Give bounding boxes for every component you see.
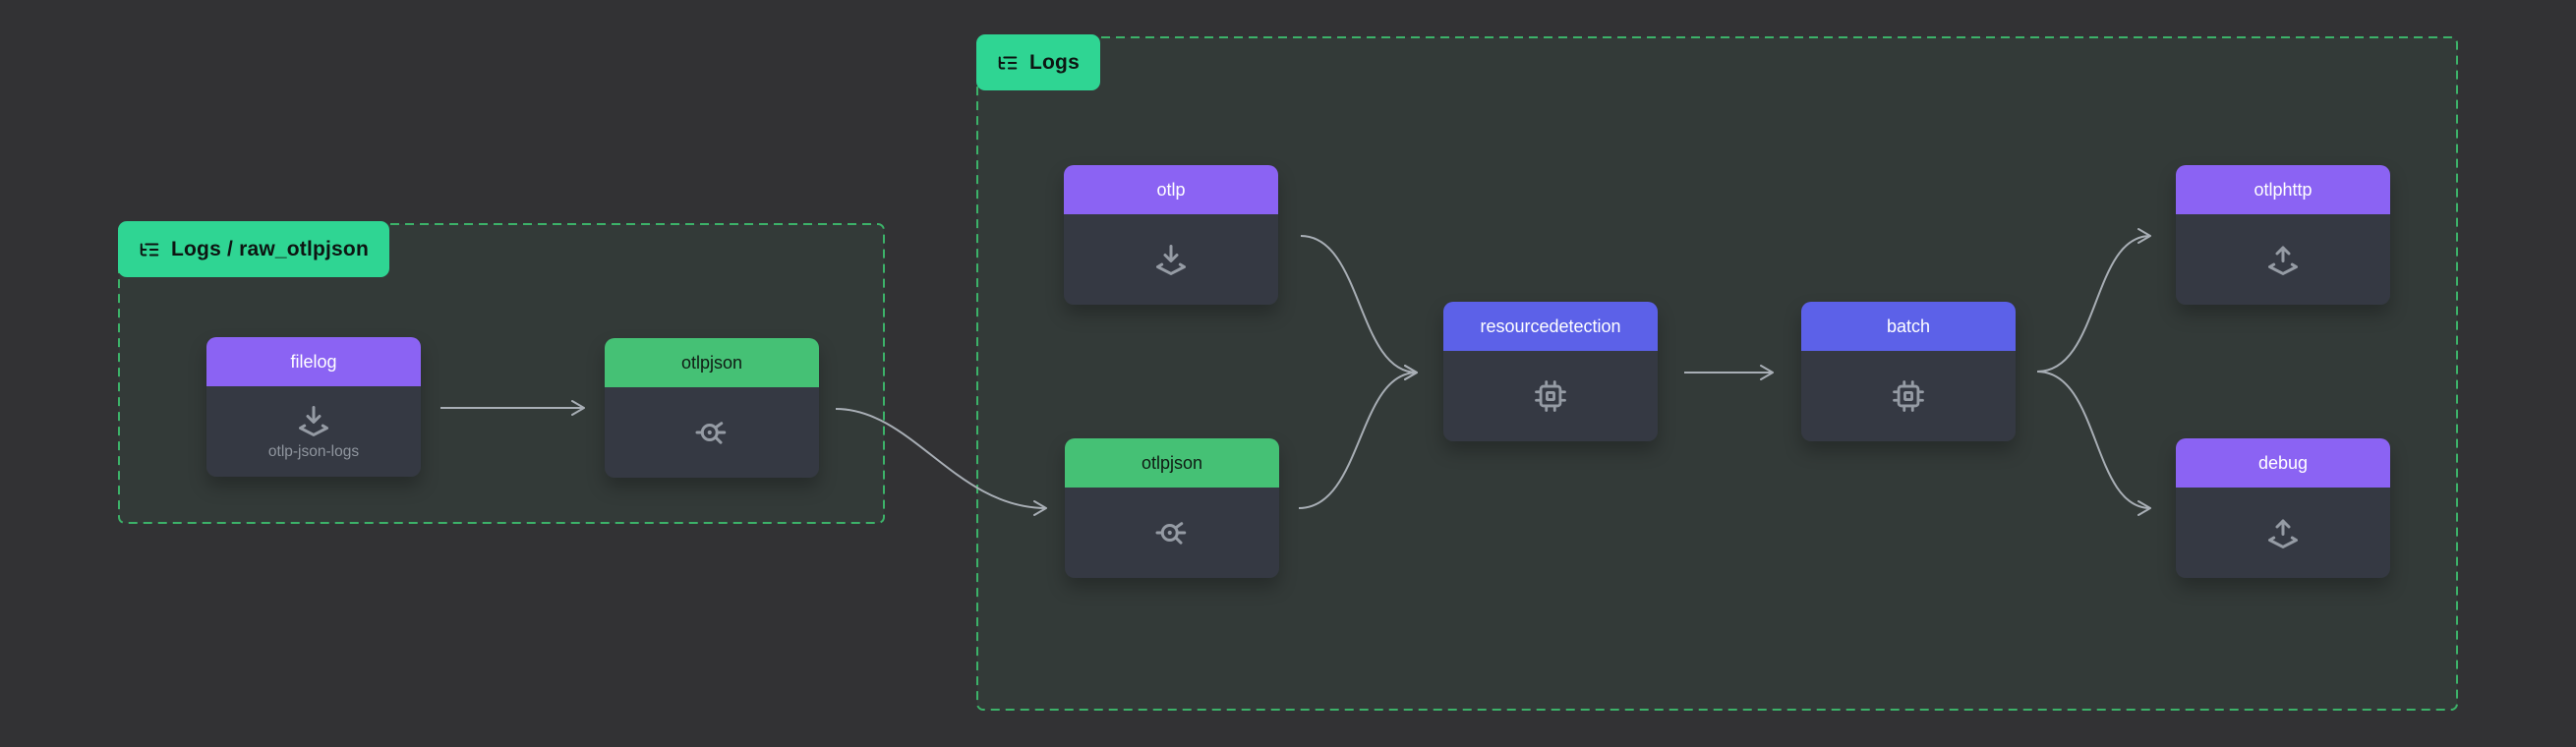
node-body xyxy=(2176,214,2390,305)
node-title: otlphttp xyxy=(2176,165,2390,214)
node-title: debug xyxy=(2176,438,2390,488)
group-label-text: Logs / raw_otlpjson xyxy=(171,237,369,260)
list-tree-icon xyxy=(998,55,1018,70)
node-otlpjson-raw[interactable]: otlpjson xyxy=(605,338,819,478)
node-body xyxy=(2176,488,2390,578)
node-title: otlpjson xyxy=(1065,438,1279,488)
pipeline-group-box-logs xyxy=(976,36,2458,711)
connector-icon xyxy=(695,422,727,444)
receiver-icon xyxy=(299,406,328,437)
node-title: resourcedetection xyxy=(1443,302,1658,351)
cpu-icon xyxy=(1535,380,1566,412)
node-title: otlpjson xyxy=(605,338,819,387)
node-resourcedetection[interactable]: resourcedetection xyxy=(1443,302,1658,441)
edge-otlpjson-resourcedetection xyxy=(1298,365,1418,509)
node-body: otlp-json-logs xyxy=(206,386,421,477)
node-body xyxy=(605,387,819,478)
node-batch[interactable]: batch xyxy=(1801,302,2016,441)
pipeline-group-label-raw-otlpjson: Logs / raw_otlpjson xyxy=(118,221,389,277)
node-title: batch xyxy=(1801,302,2016,351)
list-tree-icon xyxy=(140,242,159,257)
cpu-icon xyxy=(1893,380,1924,412)
edge-batch-otlphttp xyxy=(2036,228,2151,373)
node-title: filelog xyxy=(206,337,421,386)
receiver-icon xyxy=(1156,245,1186,275)
edge-otlpjsonraw-otlpjson xyxy=(835,408,1047,516)
connector-icon xyxy=(1155,522,1187,545)
node-body xyxy=(1065,488,1279,578)
node-otlpjson[interactable]: otlpjson xyxy=(1065,438,1279,578)
edge-otlp-resourcedetection xyxy=(1300,235,1418,380)
edge-batch-debug xyxy=(2036,371,2151,516)
node-body xyxy=(1801,351,2016,441)
exporter-icon xyxy=(2268,519,2298,548)
node-otlp[interactable]: otlp xyxy=(1064,165,1278,305)
pipeline-group-label-logs: Logs xyxy=(976,34,1100,90)
node-subtitle: otlp-json-logs xyxy=(267,443,360,461)
exporter-icon xyxy=(2268,246,2298,275)
node-debug[interactable]: debug xyxy=(2176,438,2390,578)
node-title: otlp xyxy=(1064,165,1278,214)
node-body xyxy=(1443,351,1658,441)
node-body xyxy=(1064,214,1278,305)
node-filelog[interactable]: filelog otlp-json-logs xyxy=(206,337,421,477)
group-label-text: Logs xyxy=(1029,50,1080,74)
node-otlphttp[interactable]: otlphttp xyxy=(2176,165,2390,305)
